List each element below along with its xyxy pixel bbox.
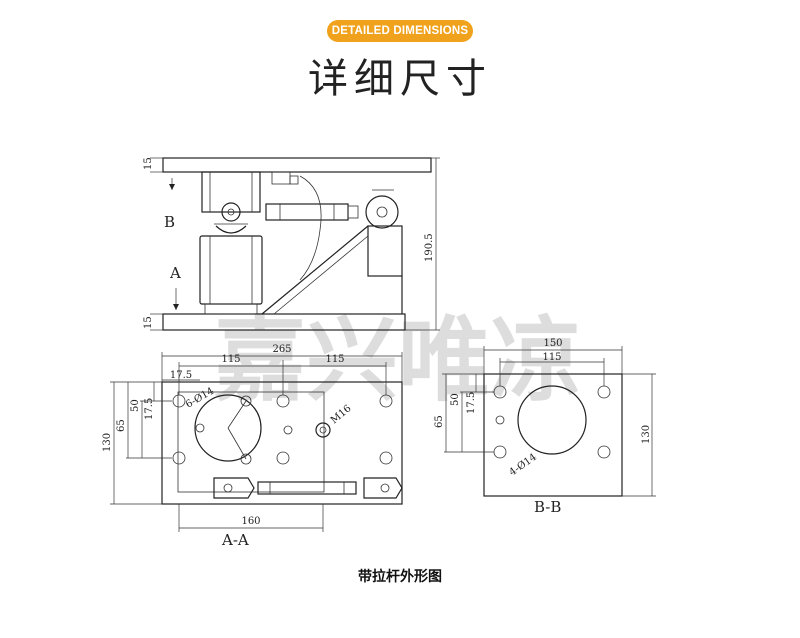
dim-bottom-plate: 15 (143, 316, 154, 329)
load-cell-body (199, 235, 263, 305)
top-plate (162, 157, 432, 173)
upper-block (201, 171, 261, 213)
dim-130-aa: 130 (102, 433, 113, 452)
section-badge: DETAILED DIMENSIONS (327, 20, 473, 42)
dim-115-left: 115 (221, 354, 240, 365)
tie-rod (265, 203, 349, 221)
bottom-plate (162, 313, 406, 331)
label-aa: A-A (221, 531, 249, 549)
tie-rod-plan (257, 481, 357, 495)
load-cell-footprint-bb (517, 385, 587, 455)
right-bracket (367, 225, 403, 277)
drawing-caption: 带拉杆外形图 (358, 569, 442, 585)
dim-17-5: 17.5 (170, 370, 192, 381)
side-view: 15 15 B A 190.5 (143, 157, 440, 331)
dim-top-plate: 15 (143, 157, 154, 170)
dim-65-bb: 65 (434, 415, 445, 428)
dim-hole-bb: 4-Ø14 (507, 452, 538, 479)
dim-265: 265 (272, 344, 291, 355)
base-plate-bb (483, 373, 623, 497)
dim-hole-aa: 6-Ø14 (184, 386, 216, 411)
dim-50-aa: 50 (130, 399, 141, 412)
dim-17-5-v: 17.5 (144, 398, 155, 420)
label-b: B (164, 213, 175, 231)
dim-130-bb: 130 (641, 425, 652, 444)
load-cell-footprint (194, 394, 262, 462)
dim-height: 190.5 (424, 233, 435, 262)
base-plate-aa (161, 381, 403, 505)
dim-160: 160 (241, 516, 260, 527)
dim-17-5-bb: 17.5 (466, 392, 477, 414)
dim-65-aa: 65 (116, 419, 127, 432)
watermark: 嘉兴唯凉 (214, 307, 582, 414)
dim-50-bb: 50 (450, 393, 461, 406)
dim-115-right: 115 (325, 354, 344, 365)
label-a: A (169, 264, 181, 282)
label-bb: B-B (534, 498, 561, 516)
dim-150: 150 (543, 338, 562, 349)
dim-115-bb: 115 (542, 352, 561, 363)
page-title: 详细尺寸 (308, 56, 492, 102)
